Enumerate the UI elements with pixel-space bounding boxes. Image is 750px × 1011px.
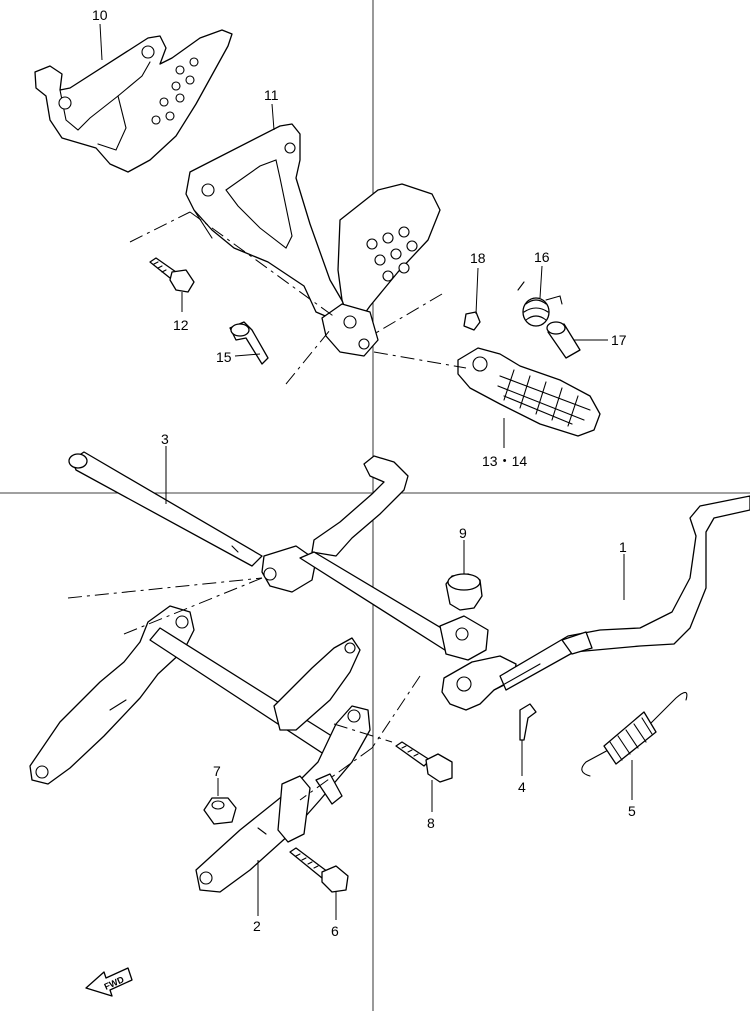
part-8-bolt[interactable] bbox=[395, 741, 453, 783]
callout-5: 5 bbox=[628, 803, 636, 819]
callout-10: 10 bbox=[92, 7, 108, 23]
callout-8: 8 bbox=[427, 815, 435, 831]
rider-footrest-paddle[interactable] bbox=[321, 183, 441, 357]
callout-2: 2 bbox=[253, 918, 261, 934]
callout-13-14: 13・14 bbox=[482, 453, 527, 469]
callout-12: 12 bbox=[173, 317, 189, 333]
part-17-bushing[interactable] bbox=[546, 321, 581, 359]
callout-3: 3 bbox=[161, 431, 169, 447]
callout-18: 18 bbox=[470, 250, 486, 266]
part-5-return-spring[interactable] bbox=[581, 691, 688, 777]
callout-16: 16 bbox=[534, 249, 550, 265]
part-1-brake-pedal[interactable] bbox=[261, 455, 750, 711]
part-18-clip[interactable] bbox=[463, 311, 481, 331]
callout-15: 15 bbox=[216, 349, 232, 365]
callout-11: 11 bbox=[264, 87, 279, 103]
part-16-spring[interactable] bbox=[517, 281, 563, 327]
part-10-heel-plate[interactable] bbox=[34, 29, 233, 173]
part-11-footrest-bracket[interactable] bbox=[185, 123, 345, 319]
part-4-cotter-pin[interactable] bbox=[519, 703, 537, 741]
part-7-nut[interactable] bbox=[203, 797, 237, 825]
part-2-bracket[interactable] bbox=[29, 605, 371, 893]
callout-4: 4 bbox=[518, 779, 526, 795]
part-6-bolt[interactable] bbox=[289, 847, 349, 893]
callout-labels: 1 2 3 4 5 6 7 8 9 10 11 12 13・14 15 16 1… bbox=[92, 7, 636, 939]
callout-9: 9 bbox=[459, 525, 467, 541]
leader-lines bbox=[99, 23, 633, 920]
part-13-14-footrest-peg[interactable] bbox=[457, 347, 601, 437]
part-15-pin[interactable] bbox=[229, 321, 269, 365]
part-3-shaft[interactable] bbox=[68, 451, 263, 567]
callout-7: 7 bbox=[213, 763, 221, 779]
part-9-stopper[interactable] bbox=[445, 573, 483, 611]
callout-1: 1 bbox=[619, 539, 627, 555]
assembly-lines bbox=[67, 211, 467, 801]
part-12-bolt[interactable] bbox=[149, 257, 195, 293]
callout-17: 17 bbox=[611, 332, 627, 348]
fwd-arrow-icon: FWD bbox=[85, 967, 133, 997]
callout-6: 6 bbox=[331, 923, 339, 939]
